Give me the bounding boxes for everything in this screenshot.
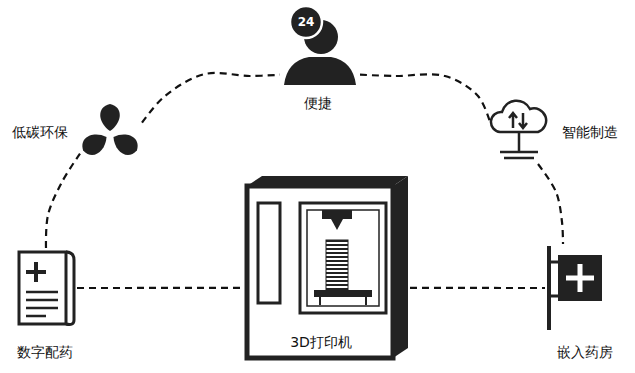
leaves-icon — [78, 104, 141, 159]
printer-illustration — [247, 176, 408, 358]
node-label: 便捷 — [304, 95, 332, 112]
dashed-connector — [538, 164, 563, 244]
dashed-connector — [142, 73, 280, 123]
node-label: 嵌入药房 — [557, 344, 613, 361]
cloud-icon — [491, 101, 546, 158]
dashed-connector — [410, 287, 545, 289]
smart-manufacturing-node: 智能制造 — [490, 104, 550, 164]
hours-number: 24 — [298, 15, 315, 29]
digital-dispensing-node: 数字配药 — [15, 248, 77, 328]
dashed-connector — [77, 287, 245, 289]
dashed-connector — [360, 74, 490, 122]
node-label: 低碳环保 — [12, 124, 68, 141]
document-icon — [19, 252, 74, 325]
person-icon — [284, 6, 356, 85]
node-label: 智能制造 — [562, 124, 618, 141]
printer-node: 3D打印机 — [245, 176, 410, 361]
node-label: 3D打印机 — [290, 334, 352, 351]
eco-node: 低碳环保 — [80, 104, 142, 166]
pharmacy-node: 嵌入药房 — [545, 244, 605, 332]
dashed-connector — [46, 154, 80, 248]
convenience-node: 24便捷 — [280, 5, 360, 87]
node-label: 数字配药 — [17, 344, 73, 361]
sign-icon — [549, 246, 602, 330]
